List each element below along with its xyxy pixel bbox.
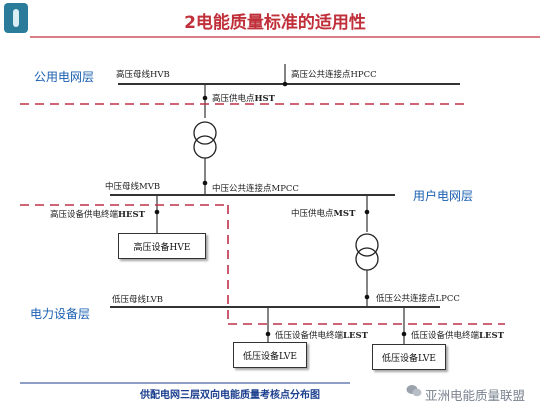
slide-title: 2电能质量标准的适用性 — [184, 13, 366, 33]
transformer-icon — [193, 121, 217, 159]
hv-bus-label: 高压母线HVB — [116, 70, 170, 80]
layer-label-public: 公用电网层 — [34, 70, 95, 84]
lve-left-device-box: 低压设备LVE — [233, 342, 307, 368]
watermark-text: 亚洲电能质量联盟 — [425, 388, 526, 403]
lest-right-label: 低压设备供电终端LEST — [411, 331, 504, 341]
layer-label-equipment: 电力设备层 — [30, 307, 91, 321]
hve-device-box: 高压设备HVE — [118, 233, 206, 259]
lpcc-label: 低压公共连接点LPCC — [376, 294, 460, 304]
lve-right-device-box: 低压设备LVE — [372, 344, 446, 370]
mpcc-label: 中压公共连接点MPCC — [212, 184, 299, 194]
mv-bus-label: 中压母线MVB — [105, 182, 161, 192]
layer-label-user: 用户电网层 — [413, 189, 474, 203]
lest-left-label: 低压设备供电终端LEST — [275, 331, 368, 341]
transformer-icon — [355, 233, 379, 271]
hst-label: 高压供电点HST — [212, 94, 276, 104]
logo-icon — [4, 3, 28, 33]
diagram-caption: 供配电网三层双向电能质量考核点分布图 — [140, 390, 320, 401]
hest-label: 高压设备供电终端HEST — [50, 210, 145, 220]
mst-label: 中压供电点MST — [291, 209, 356, 219]
hpcc-label: 高压公共连接点HPCC — [291, 70, 377, 80]
lv-bus-label: 低压母线LVB — [112, 295, 164, 305]
wechat-icon — [406, 385, 422, 397]
